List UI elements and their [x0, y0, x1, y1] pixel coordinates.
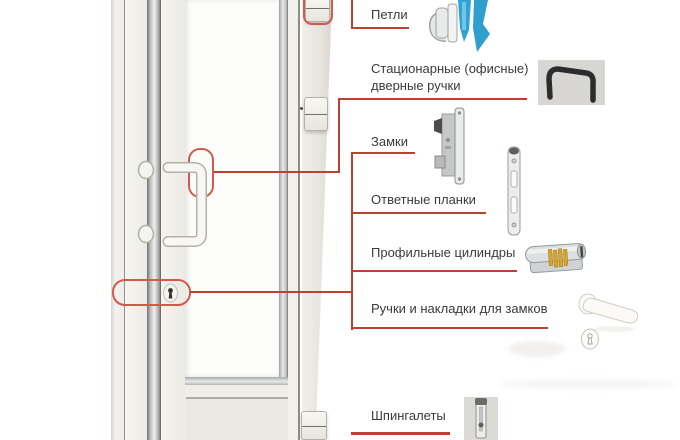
hinge-screw-dot: [300, 107, 303, 110]
frame-metal-strip: [147, 0, 160, 440]
door-hinge-bottom: [301, 411, 327, 440]
mortise-lock-icon: [434, 107, 465, 185]
door-frame-left-inner: [125, 0, 147, 440]
hinge-seam: [305, 114, 327, 115]
flush-bolt-glyph: [475, 398, 487, 439]
connector-line: [351, 212, 486, 214]
door-leaf-left-stile: [160, 0, 185, 440]
profile-cylinder-icon: [525, 243, 586, 274]
office-door-handle-glyph: [546, 66, 596, 103]
connector-line: [338, 98, 340, 173]
connector-line: [338, 98, 527, 100]
glazing-bead-bottom: [185, 377, 288, 385]
photo-smudge: [500, 379, 675, 389]
connector-line: [351, 270, 517, 272]
connector-line: [351, 0, 353, 29]
office-door-handle-icon: [538, 60, 605, 105]
label-cylinders: Профильные цилиндры: [371, 245, 516, 260]
label-locks: Замки: [371, 134, 408, 149]
hinge-icon: [428, 0, 490, 52]
hinge-seam: [306, 8, 329, 9]
connector-line: [351, 27, 409, 29]
door-pull-handle: [137, 160, 207, 247]
lever-handle-icon: [578, 293, 639, 332]
bottom-panel-lower: [186, 399, 288, 440]
door-frame-right-jamb: [302, 0, 332, 440]
connector-line: [351, 327, 548, 329]
connector-line: [351, 432, 450, 435]
glazing-bead-right: [279, 0, 288, 377]
connector-line: [214, 171, 340, 173]
highlight-hinge-box: [303, 0, 333, 25]
door-hinge-middle: [304, 97, 328, 131]
strike-plate-icon: [507, 146, 521, 236]
flush-bolt-icon: [464, 397, 498, 440]
bottom-panel-groove: [186, 397, 288, 399]
escutcheon-icon: [581, 328, 599, 350]
label-lock-trim: Ручки и накладки для замков: [371, 301, 548, 316]
door-leaf-right-stile: [288, 0, 300, 440]
label-office-handles: Стационарные (офисные) дверные ручки: [371, 60, 528, 94]
label-strike-plates: Ответные планки: [371, 192, 476, 207]
label-hinges: Петли: [371, 7, 408, 22]
door-keyhole: [163, 283, 178, 303]
label-office-handles-line1: Стационарные (офисные): [371, 61, 529, 76]
photo-smudge: [508, 341, 566, 357]
connector-line: [190, 291, 353, 293]
connector-line: [351, 152, 353, 330]
label-office-handles-line2: дверные ручки: [371, 78, 461, 93]
label-bolts: Шпингалеты: [371, 408, 446, 423]
door-frame-left-outer: [111, 0, 125, 440]
hinge-seam: [302, 426, 326, 427]
connector-line: [351, 152, 415, 154]
